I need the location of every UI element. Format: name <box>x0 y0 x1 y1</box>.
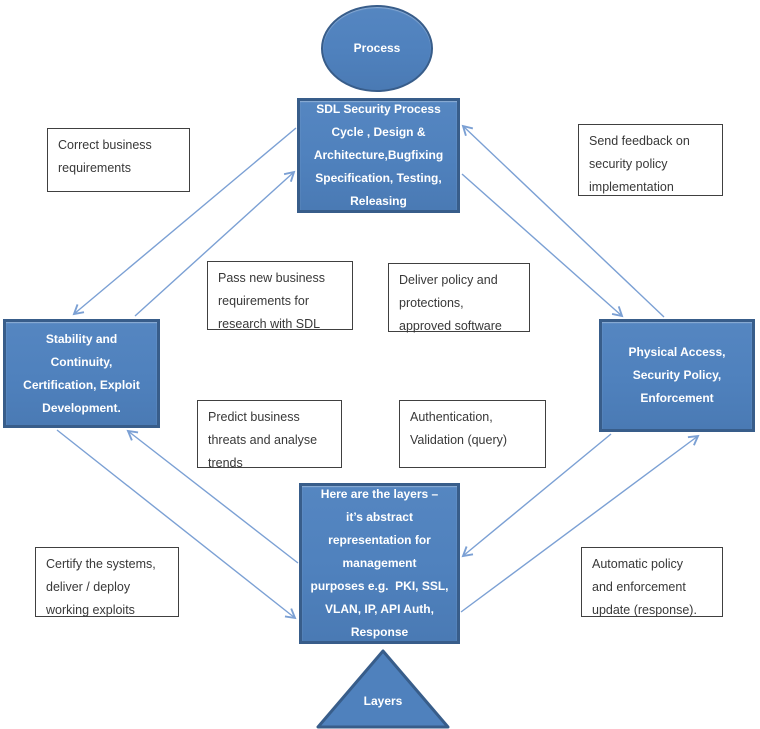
note-send-feedback: Send feedback on security policy impleme… <box>578 124 723 196</box>
process-terminal-label: Process <box>353 41 401 55</box>
note-deliver-policy: Deliver policy and protections, approved… <box>388 263 530 333</box>
layers-triangle-shape <box>316 649 450 729</box>
note-authentication: Authentication, Validation (query) <box>399 400 546 468</box>
note-certify-systems: Certify the systems, deliver / deploy wo… <box>35 547 179 617</box>
process-terminal-ellipse: Process <box>321 5 433 92</box>
node-physical-access: Physical Access, Security Policy, Enforc… <box>599 319 755 432</box>
arrow-physical-to-layers <box>461 433 612 558</box>
node-sdl-security-process: SDL Security Process Cycle , Design & Ar… <box>297 98 460 213</box>
note-pass-new-business: Pass new business requirements for resea… <box>207 261 353 331</box>
arrow-sdl-to-stability <box>72 127 297 316</box>
arrow-layers-to-stability <box>126 429 299 564</box>
node-stability-continuity: Stability and Continuity, Certification,… <box>3 319 160 428</box>
arrow-stability-to-sdl <box>134 170 296 317</box>
node-layers-abstract: Here are the layers – it’s abstract repr… <box>299 483 460 644</box>
layers-terminal-label: Layers <box>363 694 403 708</box>
arrow-sdl-to-physical <box>461 173 624 318</box>
note-automatic-policy: Automatic policy and enforcement update … <box>581 547 723 617</box>
note-correct-business: Correct business requirements <box>47 128 190 192</box>
arrow-stability-to-layers <box>56 429 297 620</box>
note-predict-business: Predict business threats and analyse tre… <box>197 400 342 470</box>
arrow-layers-to-physical <box>460 434 700 613</box>
arrow-physical-to-sdl <box>461 124 665 318</box>
